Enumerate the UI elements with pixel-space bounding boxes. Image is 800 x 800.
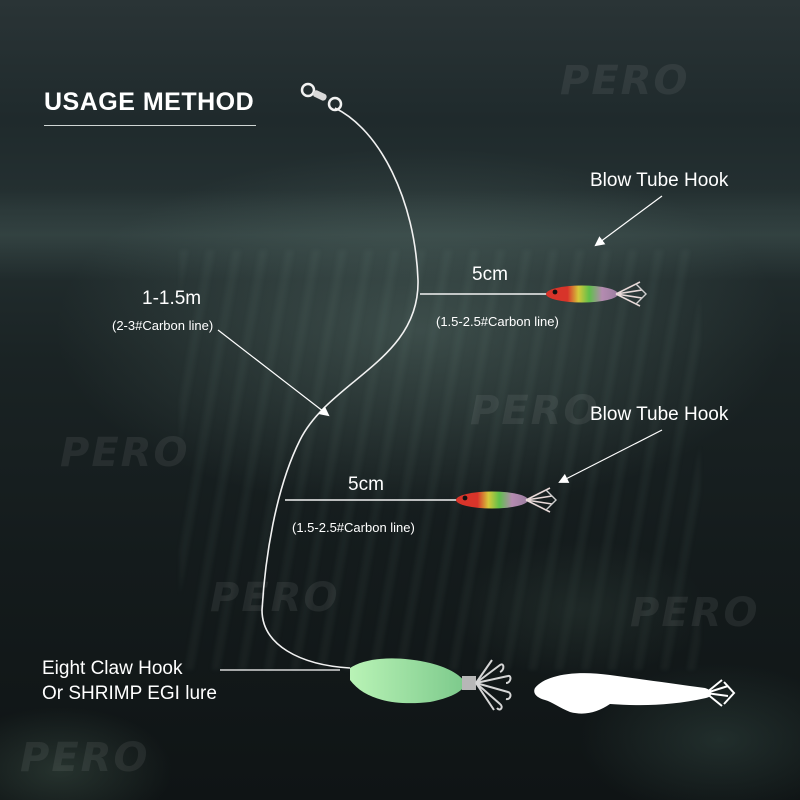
main-line: [261, 107, 419, 669]
main-line-length-label: 1-1.5m: [142, 288, 202, 309]
watermark: PERO: [210, 575, 340, 621]
watermark: PERO: [630, 590, 760, 636]
hook2-label: Blow Tube Hook: [590, 404, 729, 425]
title-underline: [44, 125, 256, 126]
water-surface: [0, 190, 800, 280]
swivel-icon: [300, 82, 343, 112]
branch1-spec-label: (1.5-2.5#Carbon line): [436, 314, 559, 329]
watermark: PERO: [20, 735, 150, 781]
blow-tube-hook-icon: [546, 281, 647, 307]
hook1-label: Blow Tube Hook: [590, 170, 729, 191]
seafloor: [0, 470, 800, 800]
bottom-hook-sublabel: Or SHRIMP EGI lure: [42, 683, 217, 704]
glow-squid-jig-icon: [350, 658, 512, 711]
branch2-length-label: 5cm: [348, 474, 384, 495]
bottom-hook-label: Eight Claw Hook: [42, 658, 183, 679]
watermark: PERO: [560, 58, 690, 104]
watermark: PERO: [60, 430, 190, 476]
watermark: PERO: [470, 388, 600, 434]
branch1-length-label: 5cm: [472, 264, 508, 285]
main-line-spec-label: (2-3#Carbon line): [112, 318, 214, 333]
blow-tube-hook-icon: [456, 487, 557, 513]
shrimp-egi-lure-icon: [534, 673, 736, 714]
branch2-spec-label: (1.5-2.5#Carbon line): [292, 520, 415, 535]
page-title: USAGE METHOD: [44, 88, 255, 116]
